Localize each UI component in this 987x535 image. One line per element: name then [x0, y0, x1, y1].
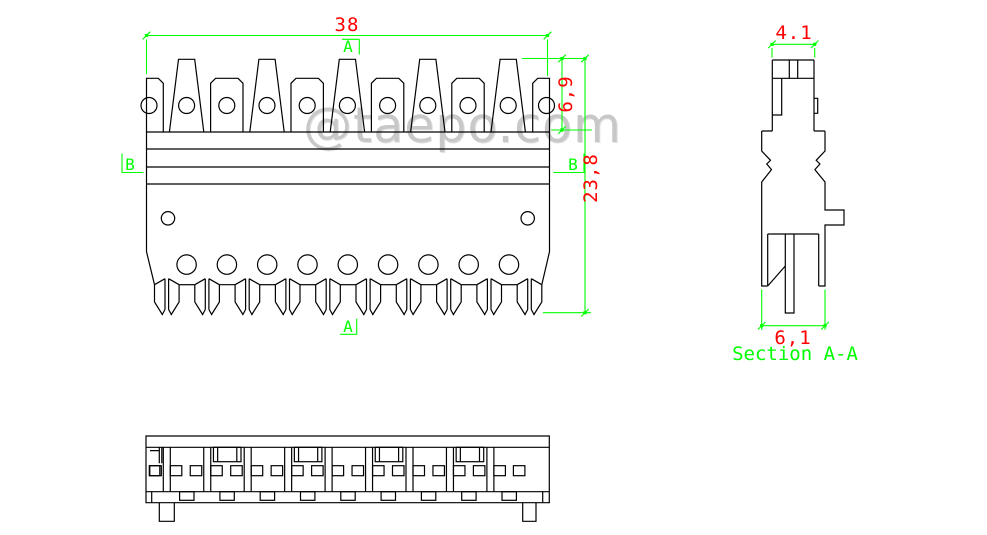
cut-label-a-bottom: A [343, 317, 353, 336]
dim-4-1-lines [771, 43, 816, 58]
housing-band [145, 131, 551, 185]
section-outline [761, 59, 845, 314]
dim-top-width-value: 4.1 [775, 22, 812, 44]
lower-body [145, 184, 551, 285]
watermark-text: @taepo.com [303, 97, 622, 154]
dim-23-8-lines [543, 58, 591, 314]
cell1-notch [150, 447, 163, 464]
dim-6-1-lines [761, 289, 826, 330]
front-view: 38 6,9 23,8 A A B B [121, 14, 602, 336]
dim-bottom-width-value: 6,1 [774, 327, 811, 349]
section-dimension-lines [761, 43, 826, 330]
dim-total-height-value: 23,8 [580, 153, 602, 203]
section-b-left-bracket [121, 153, 144, 174]
section-b-right-bracket [553, 153, 585, 174]
mounting-feet [158, 502, 537, 522]
section-a-bottom-bracket [340, 318, 358, 335]
idc-slot-fringe [153, 278, 543, 316]
bottom-view [145, 435, 550, 522]
front-dimension-lines [121, 34, 592, 335]
cut-label-b-right: B [568, 155, 578, 174]
section-title: Section A-A [732, 343, 858, 365]
wire-holes [160, 211, 535, 275]
dim-38-lines [145, 34, 549, 76]
section-view: 4.1 6,1 Section A-A [732, 22, 858, 365]
dim-contact-height-value: 6,9 [555, 75, 577, 112]
band-end-marks [151, 491, 544, 503]
dimension-ticks [142, 31, 830, 330]
cut-label-b-left: B [125, 155, 135, 174]
section-a-top-bracket [342, 38, 360, 55]
dim-width-value: 38 [335, 14, 360, 36]
contact-teeth [140, 58, 556, 133]
cut-label-a-top: A [343, 37, 353, 56]
